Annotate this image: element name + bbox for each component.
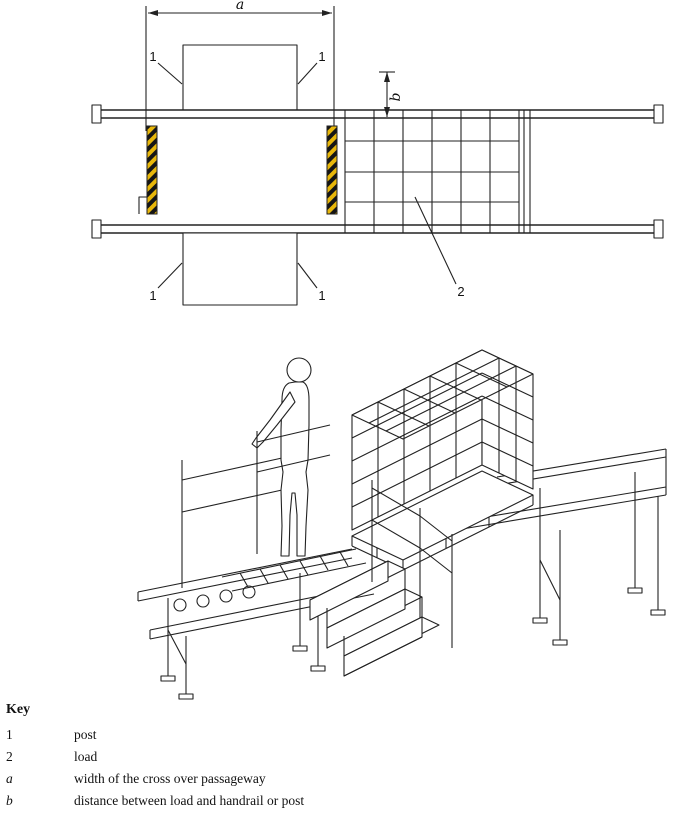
key-term: a [6,771,13,786]
key-definition: post [74,727,97,742]
leg-foot [292,645,308,652]
leg-foot [627,587,643,594]
plan-view-figure: a 1 1 [91,0,664,306]
stairs [309,560,440,677]
hazard-post-left [146,125,158,215]
roller [196,594,210,608]
stair-riser [326,588,406,649]
box-stack [351,349,534,531]
roller [242,585,256,599]
post-label-bottom-left: 1 [149,288,156,303]
load-callout: 2 [414,196,465,299]
key-row: 1 post [6,724,626,746]
key-section: Key 1 post 2 load a width of the cross o… [6,702,626,812]
post-bracket [138,196,147,214]
dimension-a-label: a [236,0,244,13]
leg-foot [178,693,194,700]
key-row: 2 load [6,746,626,768]
key-term: 2 [6,749,13,764]
key-definition: distance between load and handrail or po… [74,793,305,808]
roller [173,598,187,612]
isometric-figure [137,349,667,700]
post-label-bottom-right: 1 [318,288,325,303]
hazard-post-right [326,125,338,215]
post-callouts-bottom: 1 1 [149,262,326,303]
conveyor-endcap [91,104,102,124]
person-body [280,381,310,557]
key-title: Key [6,702,31,717]
dimension-b: b [379,71,404,117]
conveyor-endcap [91,219,102,239]
lower-spur [182,232,298,306]
key-row: a width of the cross over passageway [6,768,626,790]
upper-spur [182,44,298,111]
dimension-b-label: b [388,92,404,101]
post-label-top-left: 1 [149,49,156,64]
key-definition: load [74,749,98,764]
crossover-walkway [181,457,367,592]
leg-foot [160,675,176,682]
leg-foot [532,617,548,624]
stair-handrail [371,480,453,648]
conveyor-endcap [653,219,664,239]
key-term: 1 [6,727,13,742]
key-definition: width of the cross over passageway [74,771,266,786]
person-head [286,357,312,383]
leg-foot [552,639,568,646]
roller [219,589,233,603]
load-grid [344,110,520,233]
conveyor-endcap [653,104,664,124]
person-figure [251,357,312,557]
hazard-posts [138,125,338,215]
stair-riser [309,560,389,621]
leg-foot [650,609,666,616]
load-label: 2 [457,284,464,299]
key-row: b distance between load and handrail or … [6,790,626,812]
leg-foot [310,665,326,672]
near-handrail [256,424,331,554]
post-label-top-right: 1 [318,49,325,64]
key-term: b [6,793,13,808]
post-callouts-top: 1 1 [149,49,326,85]
